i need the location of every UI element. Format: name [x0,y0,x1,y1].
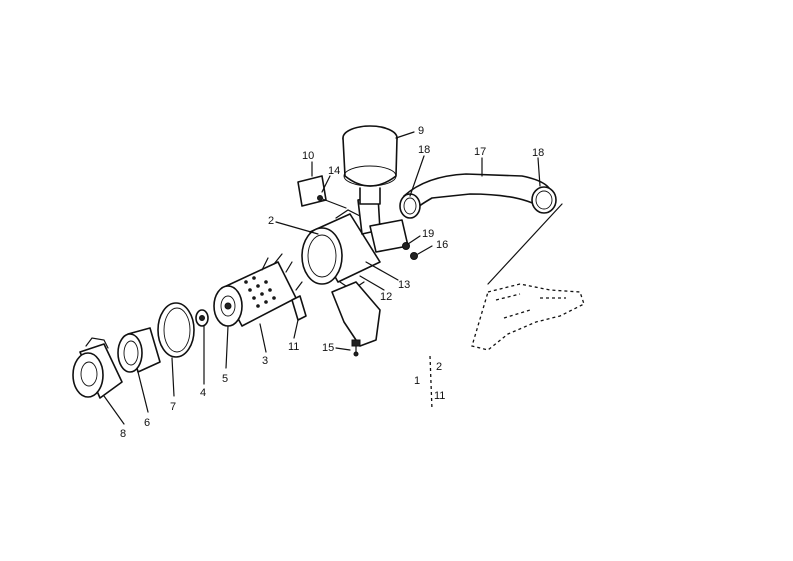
part-nut-washer [402,242,418,260]
label-8: 8 [120,428,126,440]
label-9: 9 [418,125,424,137]
legend-label-2: 2 [436,361,442,373]
part-housing [301,209,381,291]
connector-line [487,203,563,285]
engine-outline [471,283,585,351]
part-hose [403,173,553,213]
label-7: 7 [170,401,176,413]
legend-label-11: 11 [434,390,445,402]
part-shield [297,175,347,209]
label-18: 18 [532,147,544,159]
part-wing-nut [195,309,209,327]
label-18: 18 [418,144,430,156]
part-seal-ring [117,327,161,373]
label-14: 14 [328,165,340,177]
label-19: 19 [422,228,434,240]
part-hose-clamp [531,186,557,214]
label-11: 11 [288,341,299,353]
label-15: 15 [322,342,334,354]
leader-lines [103,131,541,425]
label-3: 3 [262,355,268,367]
part-mounting-bracket [331,281,381,357]
legend-bracket [429,355,433,411]
part-hose-clamp [399,193,421,219]
label-5: 5 [222,373,228,385]
label-12: 12 [380,291,392,303]
part-end-cap [72,337,123,399]
label-6: 6 [144,417,150,429]
part-gasket [157,302,195,358]
label-17: 17 [474,146,486,158]
label-10: 10 [302,150,314,162]
label-4: 4 [200,387,206,399]
label-2: 2 [268,215,274,227]
part-filter-element [213,253,303,327]
label-16: 16 [436,239,448,251]
label-13: 13 [398,279,410,291]
legend-label-1: 1 [414,375,420,387]
part-bracket [291,295,307,321]
part-precleaner-cap [342,125,398,205]
